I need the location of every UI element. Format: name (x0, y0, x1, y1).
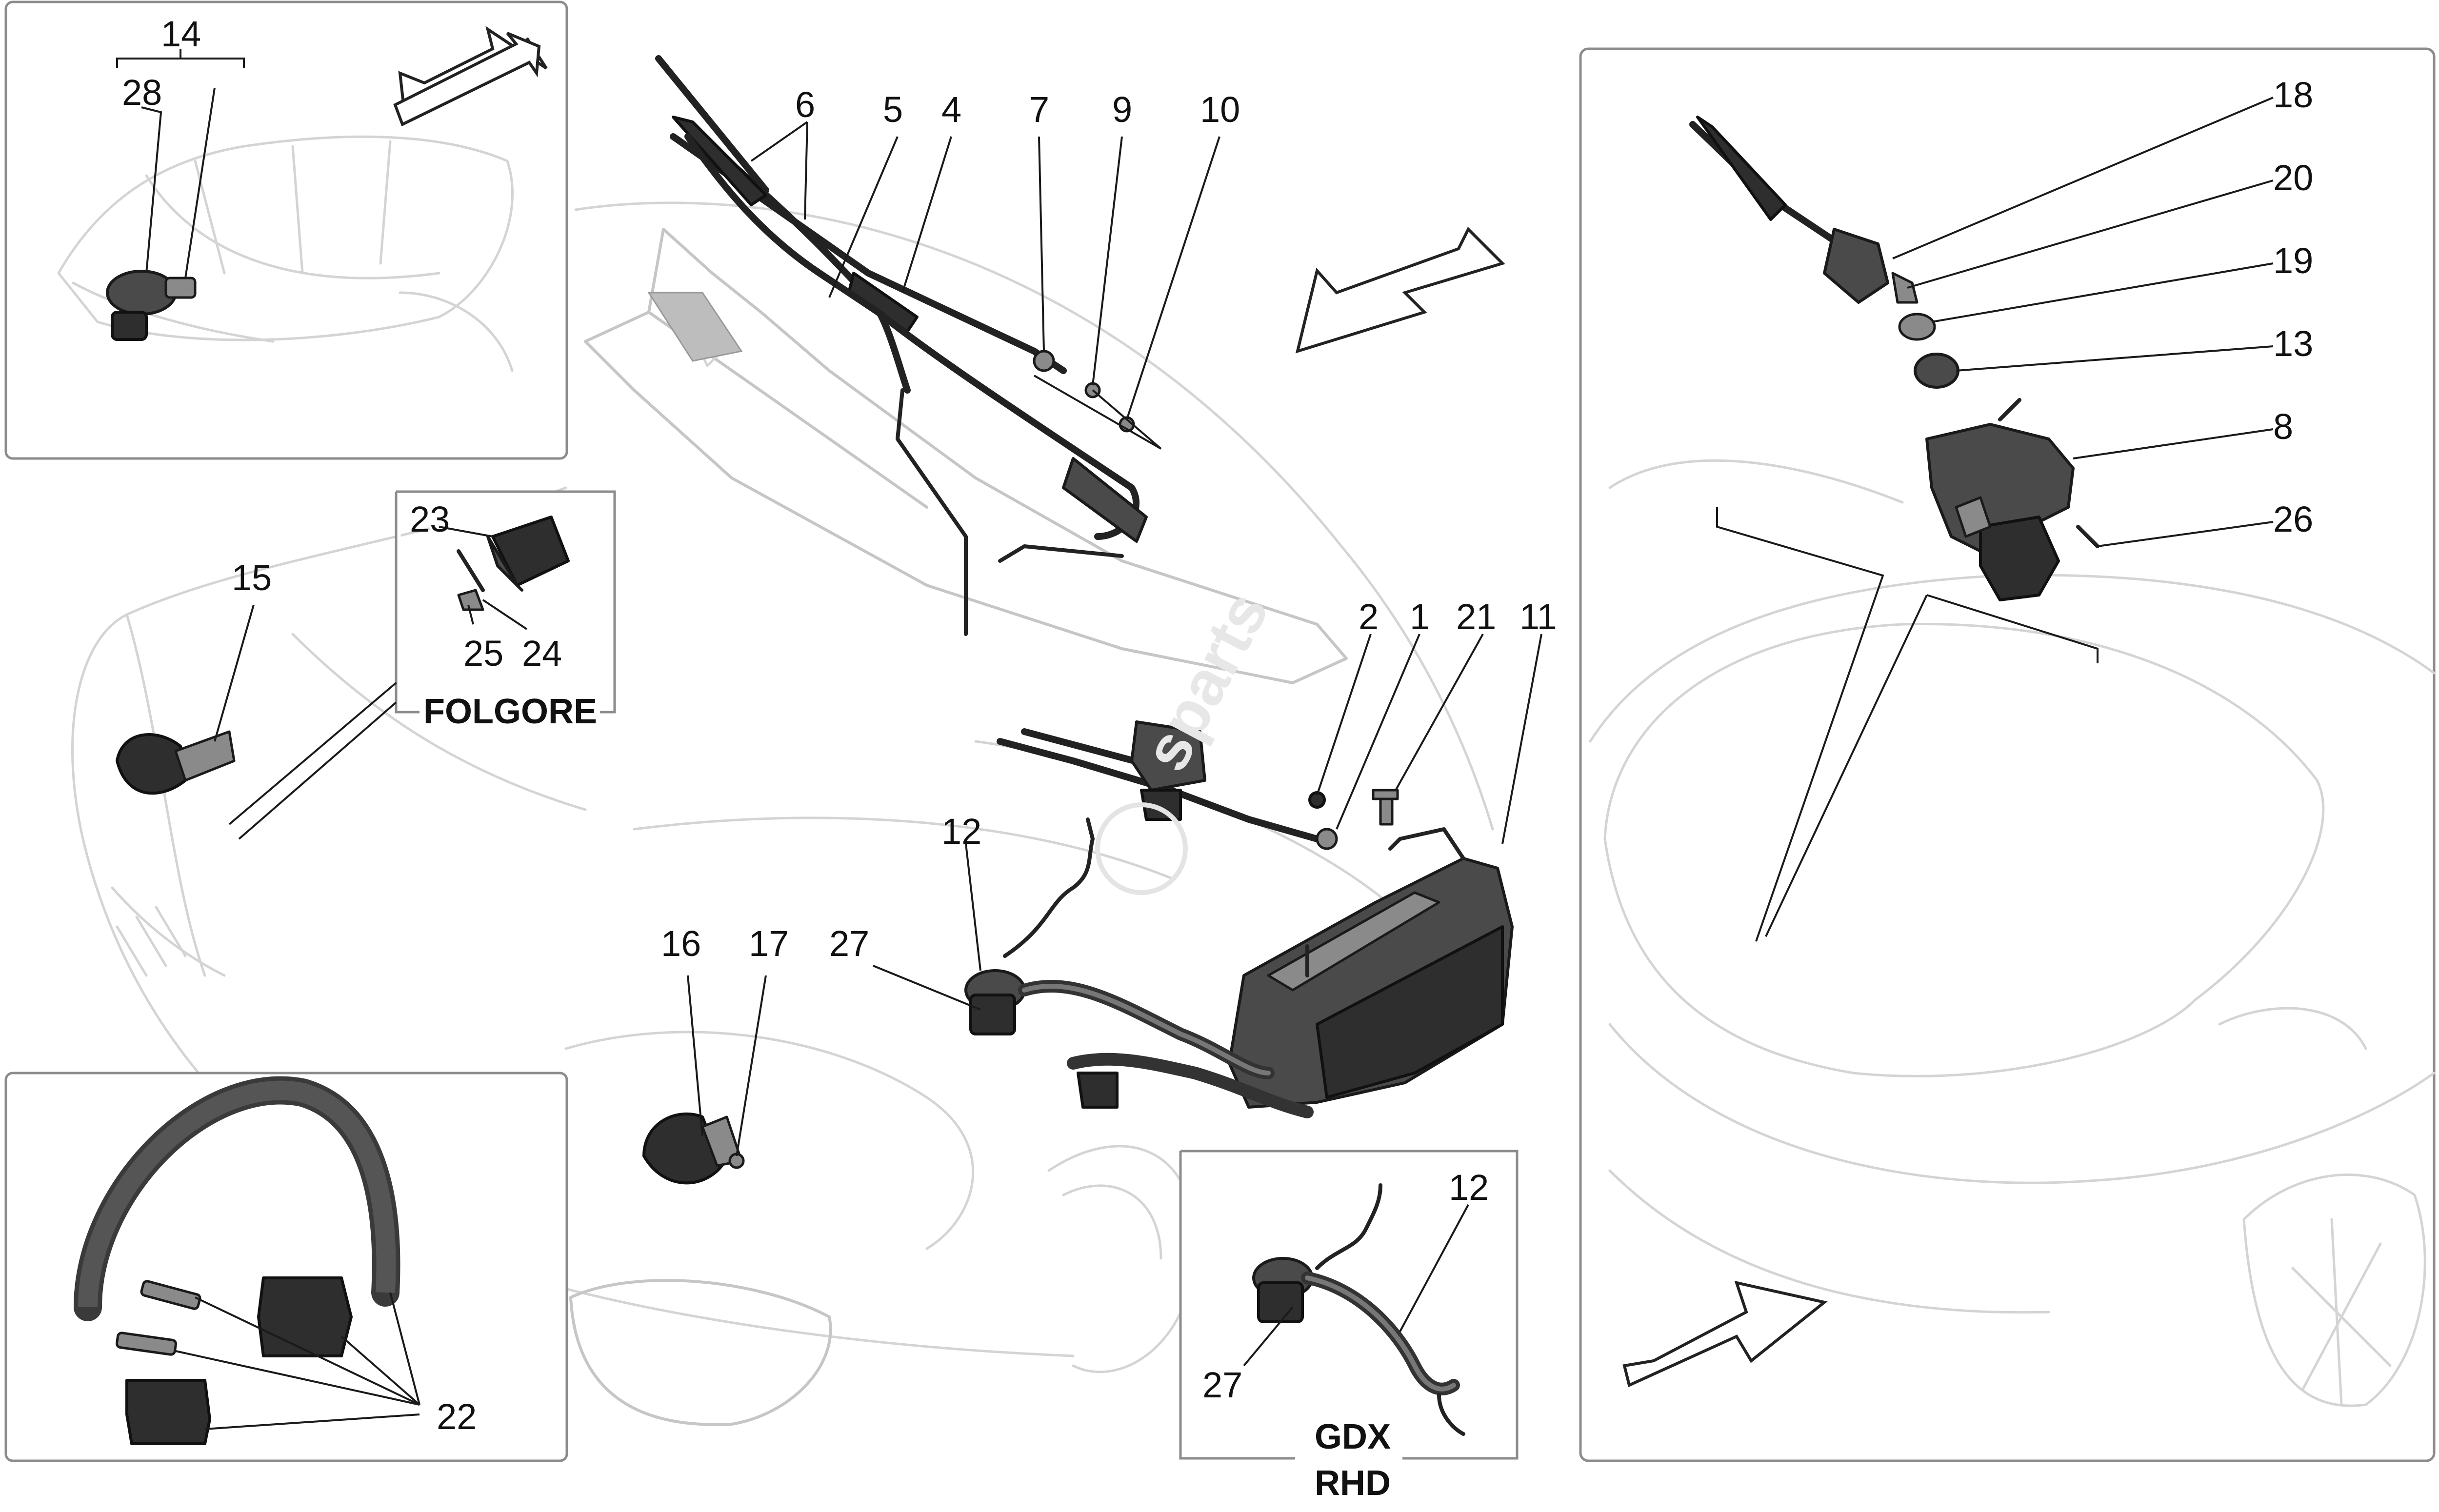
label-21: 21 (1456, 597, 1496, 637)
label-27-gdx: 27 (1202, 1365, 1242, 1405)
inset-hose-connectors: 22 (4, 1072, 568, 1462)
inset-rear-wiper: 18 20 19 13 8 26 (1579, 47, 2436, 1462)
label-15: 15 (232, 557, 272, 598)
inset-folgore: 23 25 24 FOLGORE (228, 490, 616, 840)
variant-label-rhd: RHD (1315, 1464, 1391, 1503)
washer-reservoir-assembly: 12 27 (829, 811, 1514, 1118)
label-10: 10 (1200, 89, 1240, 130)
label-24: 24 (522, 633, 562, 674)
label-25: 25 (463, 633, 503, 674)
label-20: 20 (2273, 158, 2313, 198)
label-8: 8 (2273, 406, 2293, 447)
label-14: 14 (161, 14, 201, 54)
label-19: 19 (2273, 240, 2313, 281)
leaders-right-center: 2 1 21 11 (1316, 597, 1557, 844)
label-9: 9 (1112, 89, 1132, 130)
label-13: 13 (2273, 323, 2313, 364)
label-16: 16 (661, 923, 701, 964)
label-28: 28 (122, 72, 162, 113)
inset-headlight-sensor: 14 28 (4, 0, 568, 460)
leaders-top-center: 6 5 4 7 9 10 (750, 84, 1240, 450)
label-12-main: 12 (941, 811, 981, 852)
part-horn-16: 16 17 (642, 923, 789, 1185)
direction-arrow-rear (1622, 1280, 1828, 1388)
inset-gdx-rhd: 12 27 GDX RHD (1179, 1150, 1519, 1503)
label-23: 23 (410, 499, 450, 539)
label-7: 7 (1029, 89, 1049, 130)
svg-text:sparts: sparts (1130, 580, 1282, 782)
label-11: 11 (1519, 597, 1557, 637)
label-12-gdx: 12 (1449, 1167, 1489, 1208)
label-2: 2 (1359, 597, 1379, 637)
label-6: 6 (795, 84, 815, 125)
label-27-main: 27 (829, 923, 869, 964)
wiper-linkage-assembly (584, 55, 1348, 850)
label-17: 17 (749, 923, 789, 964)
label-5: 5 (883, 89, 903, 130)
label-26: 26 (2273, 499, 2313, 539)
variant-label-folgore: FOLGORE (423, 692, 597, 731)
watermark: sparts (1095, 580, 1282, 895)
label-18: 18 (2273, 75, 2313, 115)
label-22: 22 (437, 1396, 477, 1437)
variant-label-gdx: GDX (1315, 1417, 1391, 1456)
direction-arrow-top (1295, 226, 1505, 354)
label-4: 4 (941, 89, 961, 130)
label-1: 1 (1410, 597, 1430, 637)
part-horn-15: 15 (116, 557, 272, 795)
